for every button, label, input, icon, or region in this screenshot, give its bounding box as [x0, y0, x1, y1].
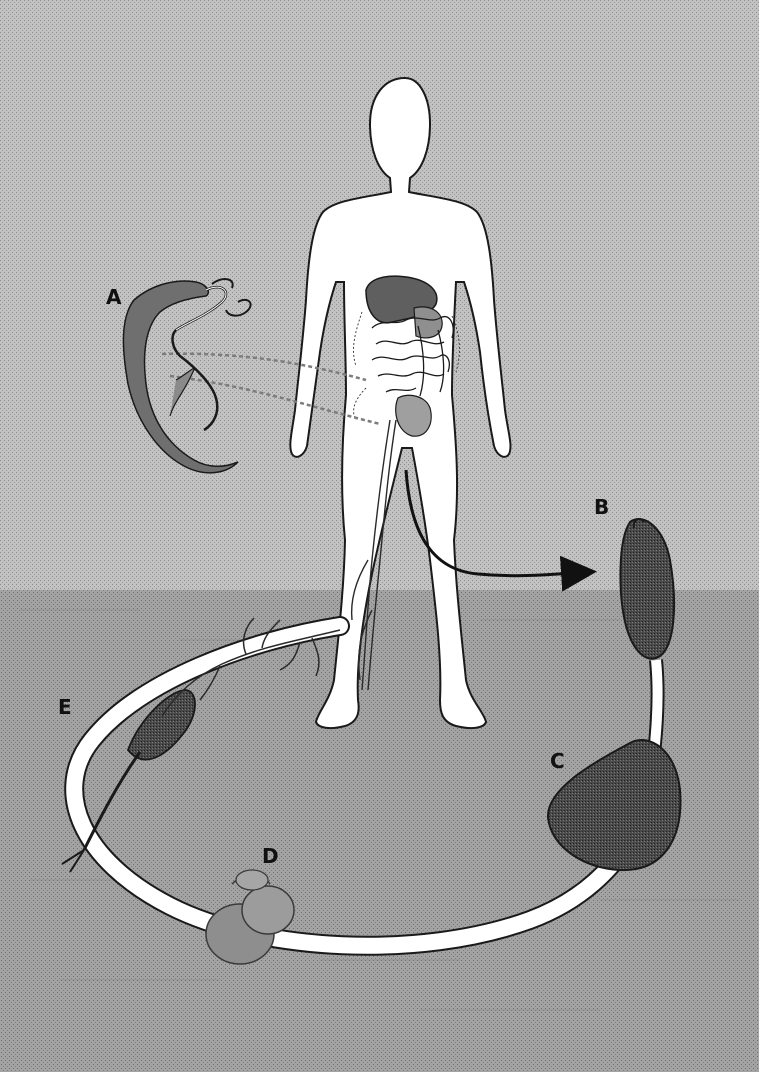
stage-label-b: B: [594, 497, 609, 517]
stage-label-a: A: [106, 287, 121, 307]
stage-label-d: D: [262, 846, 279, 866]
stage-label-c: C: [550, 751, 565, 771]
stage-label-e: E: [58, 697, 72, 717]
